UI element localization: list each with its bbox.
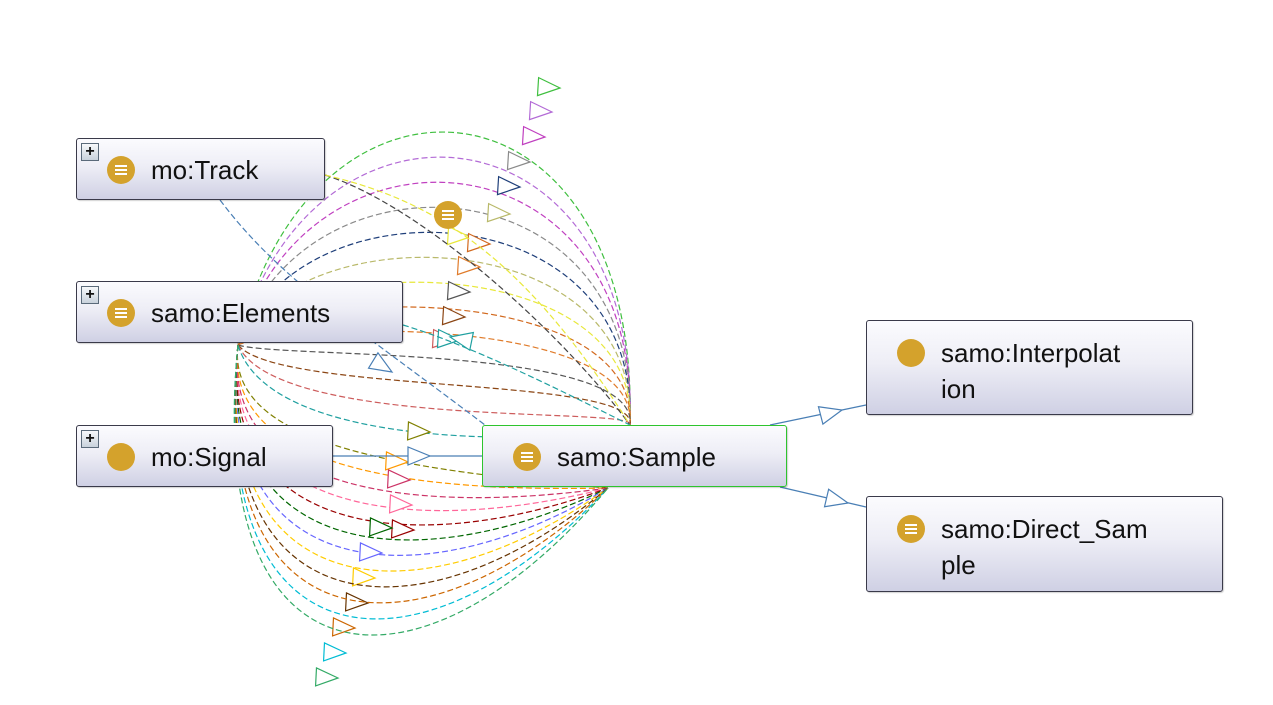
edge-arrowhead bbox=[446, 280, 472, 301]
edge-arrowhead bbox=[367, 351, 394, 373]
list-icon bbox=[442, 210, 454, 220]
object-property-edge-lower bbox=[236, 344, 609, 512]
edge-arrowhead bbox=[386, 468, 412, 489]
object-property-edge-upper bbox=[237, 306, 631, 426]
class-defined-icon bbox=[107, 299, 135, 327]
node-mo-signal[interactable]: + mo:Signal bbox=[76, 425, 333, 487]
node-label-line2: ple bbox=[941, 550, 976, 580]
object-property-edge-lower bbox=[235, 344, 609, 526]
edge-arrowhead bbox=[384, 450, 410, 471]
edge-arrowhead bbox=[466, 232, 492, 253]
object-property-edge-upper bbox=[237, 156, 631, 426]
object-property-edge-upper bbox=[237, 181, 631, 426]
node-samo-interpolation[interactable]: samo:Interpolat ion bbox=[866, 320, 1193, 415]
edge-arrowhead bbox=[358, 541, 384, 562]
edge-arrowhead bbox=[817, 406, 844, 426]
floating-class-icon[interactable] bbox=[434, 201, 462, 229]
edge-arrowhead bbox=[536, 76, 562, 97]
edge-arrowhead bbox=[344, 591, 370, 612]
edge-arrowhead bbox=[368, 516, 394, 537]
object-property-edge-lower bbox=[236, 344, 609, 490]
object-property-edge-upper bbox=[237, 344, 631, 426]
object-property-edge-upper bbox=[237, 281, 631, 426]
sample-to-interpolation-edge bbox=[769, 404, 867, 426]
edge-arrowhead bbox=[441, 305, 467, 326]
node-label-line1: samo:Interpolat bbox=[941, 338, 1121, 368]
class-defined-icon bbox=[897, 515, 925, 543]
elements-edge bbox=[402, 324, 631, 426]
node-samo-sample[interactable]: samo:Sample bbox=[482, 425, 787, 487]
object-property-edge-lower bbox=[235, 344, 609, 572]
object-property-edge-upper bbox=[237, 131, 631, 426]
sample-to-direct-sample-edge bbox=[779, 486, 867, 508]
edge-arrowhead bbox=[406, 420, 432, 441]
expand-icon[interactable]: + bbox=[81, 430, 99, 448]
class-defined-icon bbox=[513, 443, 541, 471]
edge-arrowhead bbox=[506, 150, 532, 171]
edge-arrowhead bbox=[388, 493, 414, 514]
object-property-edge-upper bbox=[237, 344, 631, 426]
expand-icon[interactable]: + bbox=[81, 143, 99, 161]
object-property-edge-upper bbox=[237, 344, 631, 426]
node-samo-direct-sample[interactable]: samo:Direct_Sam ple bbox=[866, 496, 1223, 592]
class-defined-icon bbox=[107, 156, 135, 184]
node-label: mo:Track bbox=[151, 155, 259, 185]
object-property-edge-lower bbox=[233, 344, 609, 636]
class-primitive-icon bbox=[107, 443, 135, 471]
edge-arrowhead bbox=[496, 175, 522, 196]
track-subclass-edge bbox=[219, 199, 486, 426]
edge-arrowhead bbox=[446, 225, 472, 246]
node-mo-track[interactable]: + mo:Track bbox=[76, 138, 325, 200]
edge-arrowhead bbox=[528, 100, 554, 121]
edge-arrowhead bbox=[521, 125, 547, 146]
edge-arrowhead bbox=[407, 446, 432, 466]
object-property-edge-lower bbox=[236, 344, 609, 499]
expand-icon[interactable]: + bbox=[81, 286, 99, 304]
node-label: samo:Elements bbox=[151, 298, 331, 328]
edge-arrowhead bbox=[390, 518, 416, 539]
node-label-line1: samo:Direct_Sam bbox=[941, 514, 1148, 544]
edge-arrowhead bbox=[486, 202, 512, 223]
edge-arrowhead bbox=[314, 666, 340, 687]
node-label: samo:Sample bbox=[557, 442, 716, 472]
edge-arrowhead bbox=[322, 641, 348, 662]
node-samo-elements[interactable]: + samo:Elements bbox=[76, 281, 403, 343]
object-property-edge-lower bbox=[235, 344, 609, 541]
edge-arrowhead bbox=[823, 488, 850, 508]
edge-arrowhead bbox=[351, 566, 377, 587]
object-property-edge-upper bbox=[237, 206, 631, 426]
track-to-sample-edge-yellow bbox=[324, 174, 631, 426]
class-primitive-icon bbox=[897, 339, 925, 367]
edge-arrowhead bbox=[331, 616, 357, 637]
edge-arrowhead bbox=[448, 331, 475, 352]
edge-arrowhead bbox=[436, 328, 462, 349]
node-label-line2: ion bbox=[941, 374, 976, 404]
track-to-sample-edge bbox=[324, 174, 631, 426]
node-label: mo:Signal bbox=[151, 442, 267, 472]
edge-arrowhead bbox=[456, 255, 482, 276]
